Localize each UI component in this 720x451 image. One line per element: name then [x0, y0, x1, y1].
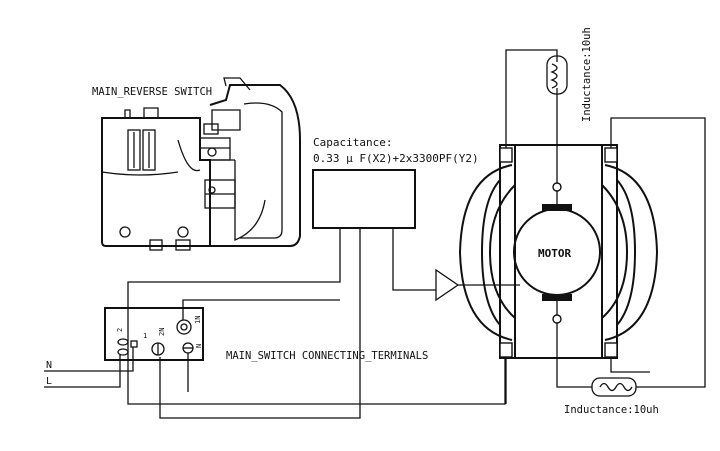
motor-label: MOTOR	[538, 247, 571, 260]
cap-output-arrow	[435, 268, 460, 302]
cap-lead-right	[392, 228, 436, 291]
switch-title: MAIN_REVERSE SWITCH	[92, 86, 212, 98]
wire-n	[44, 347, 134, 372]
terminal-mark-2n: 2N	[158, 328, 166, 336]
capacitance-value: 0.33 μ F(X2)+2x3300PF(Y2)	[313, 152, 479, 165]
terminal-mark-n: N	[195, 344, 203, 348]
wire-l-label: L	[46, 376, 52, 387]
cap-lead-left	[127, 228, 506, 405]
terminal-mark-1n: 1N	[194, 316, 202, 324]
inductance-top-label: Inductance:10uh	[581, 27, 593, 122]
inductor-top	[546, 55, 568, 95]
terminal-mark-2: 2	[116, 328, 124, 332]
terminal-pins	[117, 319, 194, 356]
terminal-mark-1: 1	[143, 332, 147, 340]
terminal-block	[104, 307, 204, 361]
terminals-title: MAIN_SWITCH CONNECTING_TERMINALS	[226, 350, 428, 362]
wire-l	[44, 355, 121, 388]
inductor-bottom	[591, 377, 637, 397]
wire-n-label: N	[46, 360, 52, 371]
cap-lead-mid	[159, 228, 361, 419]
inductance-bottom-label: Inductance:10uh	[564, 404, 659, 416]
main-reverse-switch-illustration	[101, 77, 301, 251]
motor-assembly	[458, 144, 659, 359]
capacitance-title: Capacitance:	[313, 136, 392, 149]
capacitor-box	[312, 169, 416, 229]
